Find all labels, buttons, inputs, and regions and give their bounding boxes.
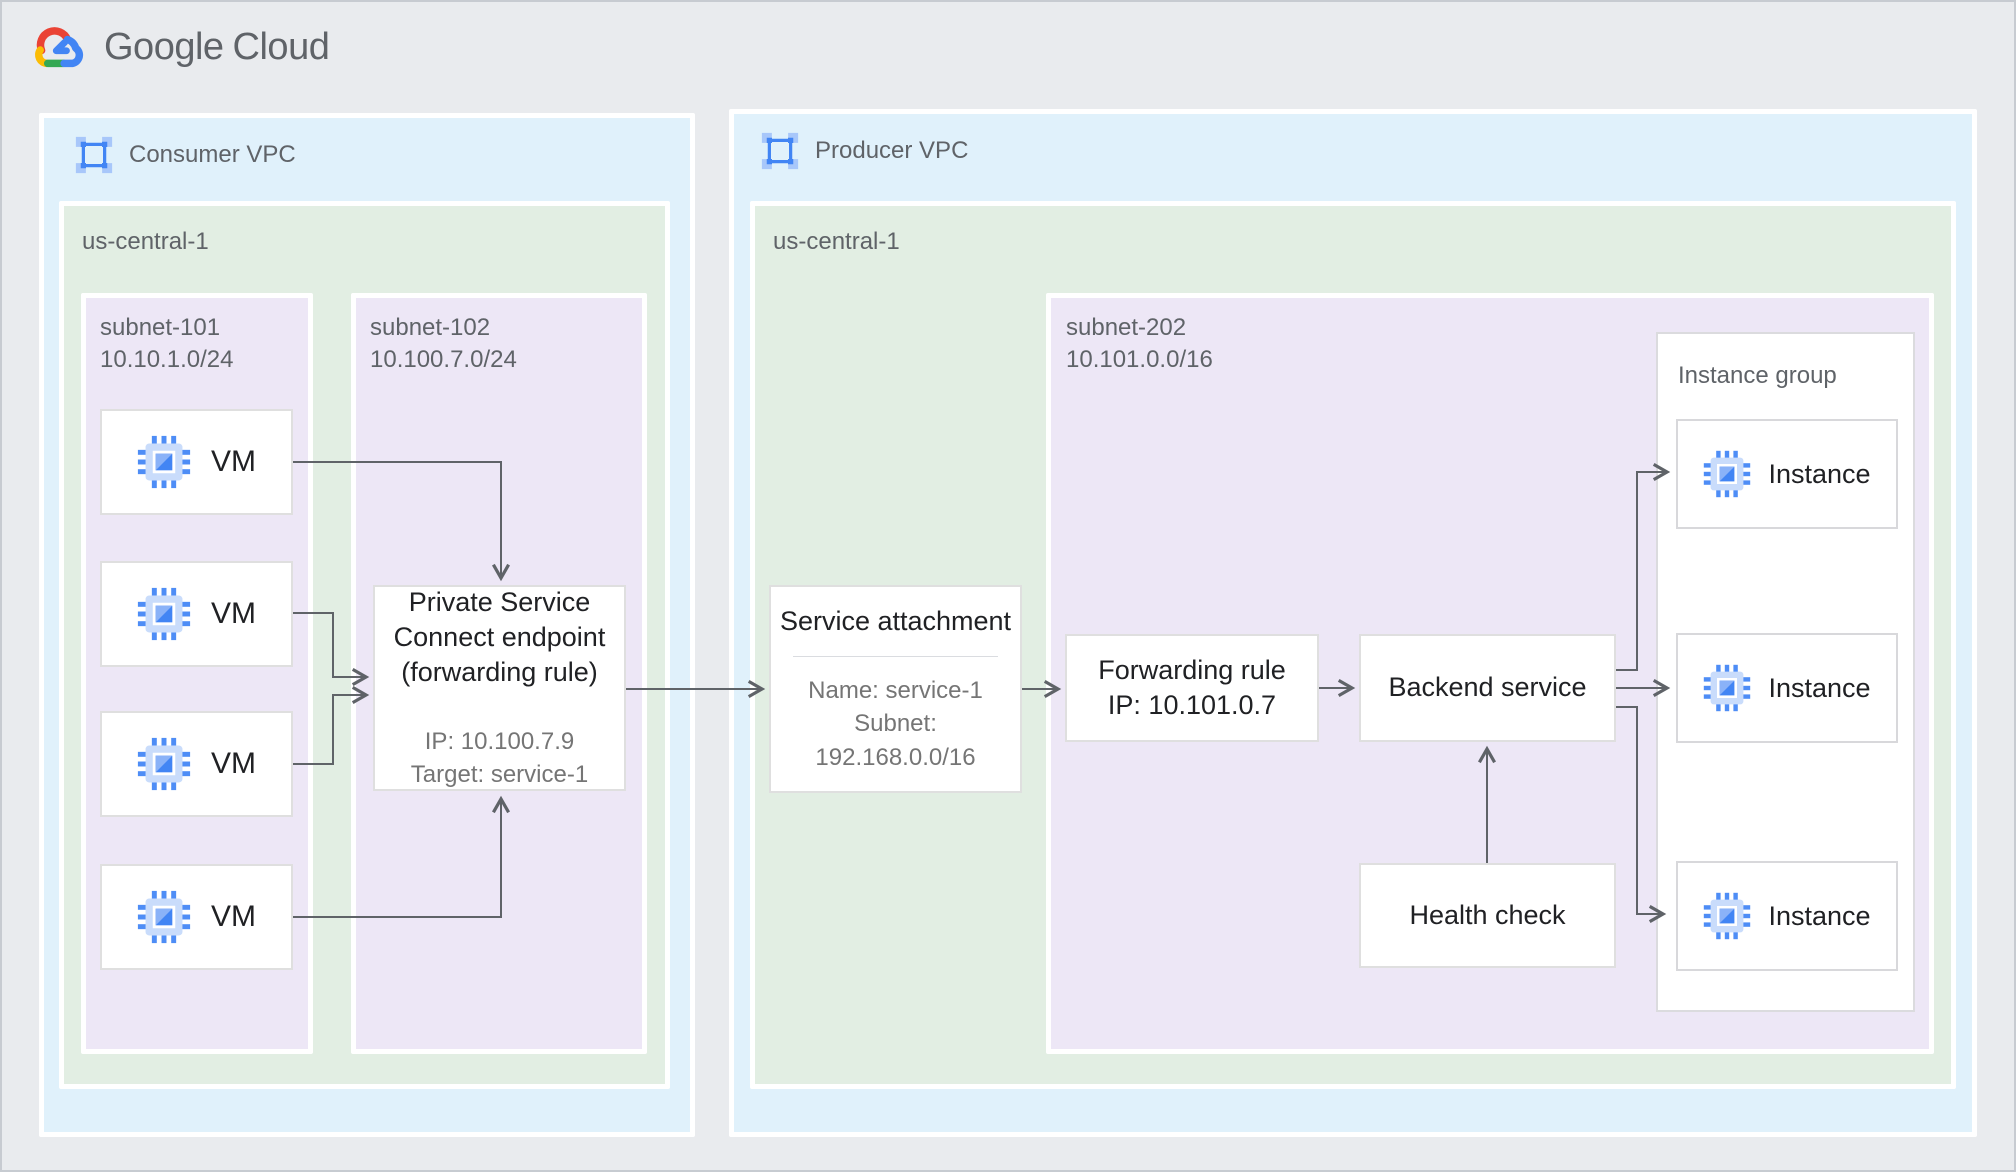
instance-label: Instance	[1768, 672, 1871, 703]
vm-box-2: VM	[100, 561, 293, 667]
service-attachment-subnet-label: Subnet:	[854, 710, 937, 738]
compute-engine-icon	[137, 737, 191, 791]
instance-box-3: Instance	[1676, 861, 1898, 971]
subnet-102-name: subnet-102	[370, 314, 491, 341]
vpc-network-icon	[74, 135, 114, 175]
consumer-region-box: us-central-1 subnet-101 10.10.1.0/24	[59, 201, 670, 1089]
subnet-101-label: subnet-101 10.10.1.0/24	[100, 312, 233, 375]
compute-engine-icon	[137, 435, 191, 489]
vm-box-1: VM	[100, 409, 293, 515]
logo-word-cloud: Cloud	[232, 25, 330, 68]
backend-service-box: Backend service	[1359, 634, 1616, 742]
vm-label: VM	[211, 747, 256, 780]
google-cloud-logo-icon	[30, 24, 90, 70]
service-attachment-title: Service attachment	[779, 606, 1012, 637]
forwarding-rule-title: Forwarding rule	[1098, 654, 1286, 685]
producer-region-label: us-central-1	[773, 228, 900, 255]
health-check-box: Health check	[1359, 863, 1616, 968]
health-check-label: Health check	[1409, 899, 1566, 930]
psc-endpoint-ip: IP: 10.100.7.9	[424, 727, 575, 755]
subnet-102-box: subnet-102 10.100.7.0/24 Private Service…	[351, 293, 647, 1054]
instance-box-1: Instance	[1676, 419, 1898, 529]
psc-endpoint-title: Private Service Connect endpoint (forwar…	[393, 587, 606, 688]
forwarding-rule-box: Forwarding rule IP: 10.101.0.7	[1065, 634, 1319, 742]
subnet-202-box: subnet-202 10.101.0.0/16 Forwarding rule…	[1046, 293, 1934, 1054]
instance-label: Instance	[1768, 458, 1871, 489]
forwarding-rule-ip: IP: 10.101.0.7	[1107, 690, 1277, 720]
subnet-202-label: subnet-202 10.101.0.0/16	[1066, 312, 1213, 375]
psc-endpoint-box: Private Service Connect endpoint (forwar…	[373, 585, 626, 791]
producer-region-box: us-central-1 Service attachment Name: se…	[750, 201, 1956, 1089]
psc-endpoint-target: Target: service-1	[410, 760, 589, 788]
vpc-network-icon	[760, 131, 800, 171]
instance-group-box: Instance group Instance	[1656, 332, 1915, 1012]
logo-word-google: Google	[104, 25, 224, 68]
producer-vpc-header: Producer VPC	[760, 131, 968, 171]
compute-engine-icon	[1703, 450, 1751, 498]
vm-label: VM	[211, 900, 256, 933]
producer-vpc-box: Producer VPC us-central-1 Service attach…	[729, 109, 1977, 1137]
instance-box-2: Instance	[1676, 633, 1898, 743]
vm-label: VM	[211, 445, 256, 478]
subnet-101-cidr: 10.10.1.0/24	[100, 345, 234, 373]
subnet-102-cidr: 10.100.7.0/24	[370, 345, 517, 373]
instance-label: Instance	[1768, 900, 1871, 931]
subnet-202-cidr: 10.101.0.0/16	[1066, 345, 1213, 373]
service-attachment-name: Name: service-1	[808, 677, 983, 705]
subnet-102-label: subnet-102 10.100.7.0/24	[370, 312, 517, 375]
consumer-vpc-header: Consumer VPC	[74, 135, 296, 175]
vm-box-4: VM	[100, 864, 293, 970]
instance-group-label: Instance group	[1678, 362, 1837, 389]
compute-engine-icon	[1703, 892, 1751, 940]
divider	[793, 656, 998, 658]
compute-engine-icon	[137, 890, 191, 944]
subnet-101-box: subnet-101 10.10.1.0/24 VM	[81, 293, 313, 1054]
consumer-vpc-box: Consumer VPC us-central-1 subnet-101 10.…	[39, 113, 695, 1137]
service-attachment-box: Service attachment Name: service-1 Subne…	[769, 585, 1022, 793]
subnet-101-name: subnet-101	[100, 314, 221, 341]
producer-vpc-label: Producer VPC	[815, 137, 969, 164]
compute-engine-icon	[137, 587, 191, 641]
vm-box-3: VM	[100, 711, 293, 817]
subnet-202-name: subnet-202	[1066, 314, 1187, 341]
vm-label: VM	[211, 597, 256, 630]
consumer-vpc-label: Consumer VPC	[129, 141, 296, 168]
backend-service-label: Backend service	[1388, 672, 1587, 703]
compute-engine-icon	[1703, 664, 1751, 712]
consumer-region-label: us-central-1	[82, 228, 209, 255]
service-attachment-subnet-cidr: 192.168.0.0/16	[815, 743, 976, 771]
